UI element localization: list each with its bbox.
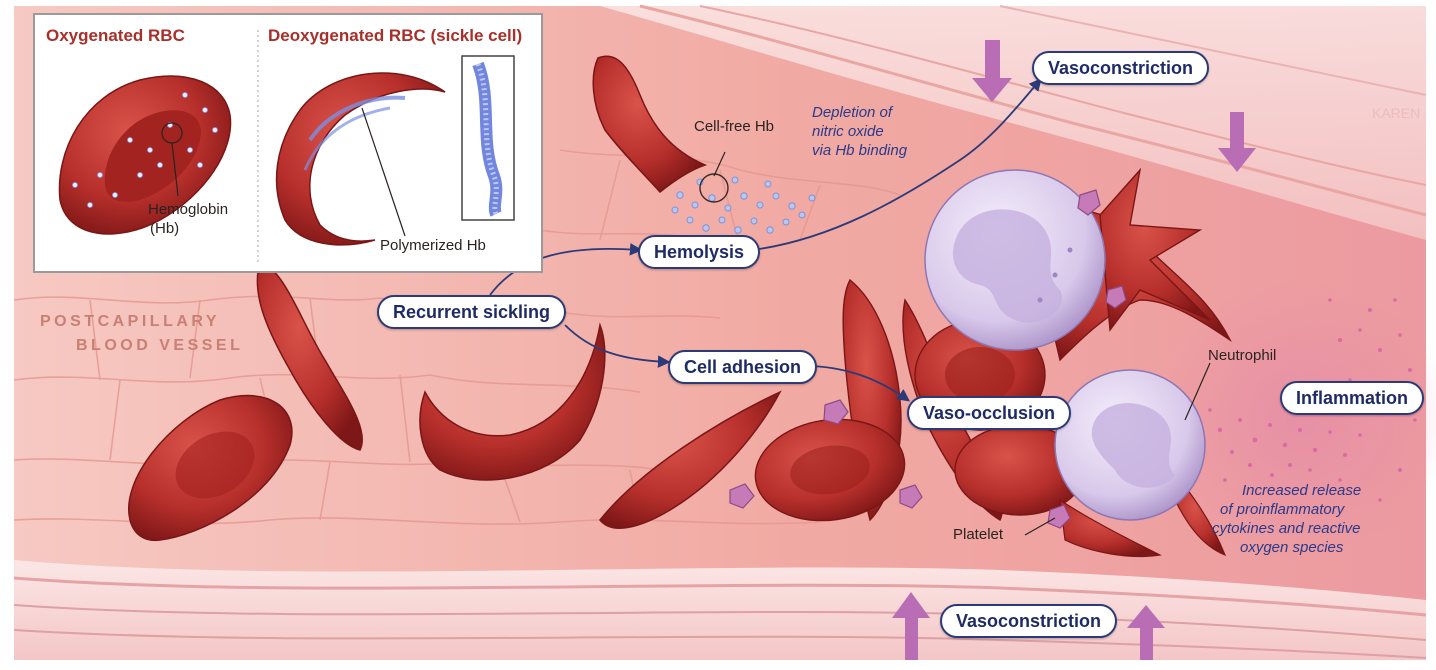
depletion-note-line: via Hb binding	[812, 141, 907, 160]
depletion-note-line: Depletion of	[812, 103, 907, 122]
cell-free-hb-label: Cell-free Hb	[694, 118, 774, 136]
neutrophil-cell	[1055, 370, 1205, 520]
depletion-note: Depletion of nitric oxide via Hb binding	[812, 103, 907, 160]
artist-watermark: KAREN	[1372, 105, 1420, 121]
vasoconstriction-bottom-pill: Vasoconstriction	[940, 604, 1117, 638]
depletion-note-line: nitric oxide	[812, 122, 907, 141]
cell-adhesion-pill: Cell adhesion	[668, 350, 817, 384]
polymerized-hb-label: Polymerized Hb	[380, 236, 486, 255]
oxygenated-rbc-title: Oxygenated RBC	[46, 26, 185, 46]
inset-panel	[34, 14, 542, 272]
neutrophil-cell	[925, 170, 1105, 350]
deoxygenated-rbc-title: Deoxygenated RBC (sickle cell)	[268, 26, 522, 46]
hemoglobin-label: Hemoglobin	[148, 200, 228, 219]
hemoglobin-abbrev-label: (Hb)	[150, 219, 179, 238]
neutrophil-label: Neutrophil	[1208, 347, 1276, 365]
hemolysis-pill: Hemolysis	[638, 235, 760, 269]
platelet-label: Platelet	[953, 526, 1003, 544]
increased-note-line: Increased release	[1236, 481, 1361, 500]
increased-note-line: of proinflammatory	[1220, 500, 1361, 519]
increased-note-line: oxygen species	[1240, 538, 1361, 557]
vaso-occlusion-pill: Vaso-occlusion	[907, 396, 1071, 430]
inflammation-pill: Inflammation	[1280, 381, 1424, 415]
increased-note-line: cytokines and reactive	[1212, 519, 1361, 538]
vasoconstriction-top-pill: Vasoconstriction	[1032, 51, 1209, 85]
recurrent-sickling-pill: Recurrent sickling	[377, 295, 566, 329]
vessel-label-line2: BLOOD VESSEL	[76, 335, 243, 357]
increased-release-note: Increased release of proinflammatory cyt…	[1236, 481, 1361, 557]
vessel-label-line1: POSTCAPILLARY	[40, 311, 220, 333]
